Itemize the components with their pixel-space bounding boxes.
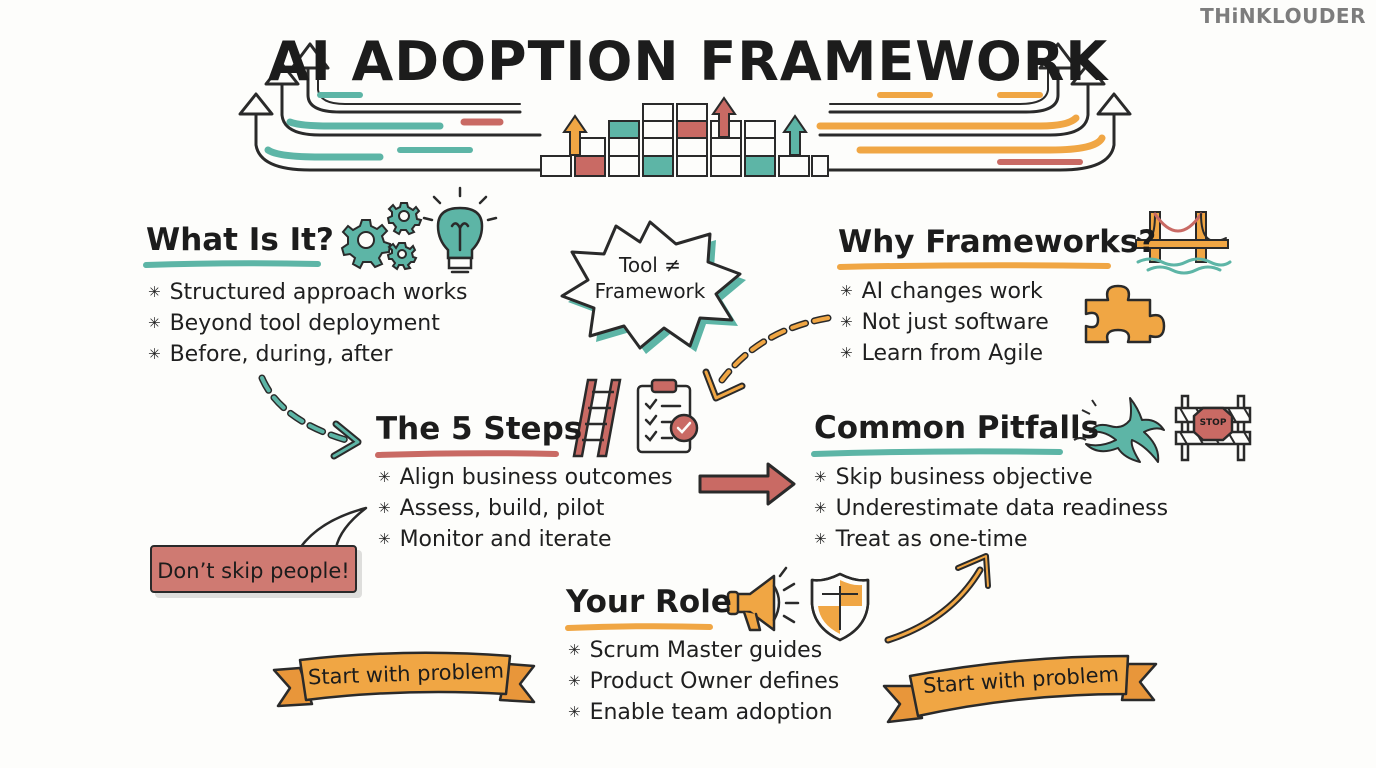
megaphone-icon xyxy=(726,566,800,632)
list-item: AI changes work xyxy=(840,277,1049,308)
stop-barrier-icon xyxy=(1174,394,1252,462)
your-role-list: Scrum Master guides Product Owner define… xyxy=(568,636,840,729)
list-item: Monitor and iterate xyxy=(378,525,673,556)
gears-icon xyxy=(340,202,423,271)
ribbon-left-shape xyxy=(272,651,536,708)
brand-logo: THiNKLOUDER xyxy=(1200,4,1366,28)
clipboard-icon xyxy=(636,378,699,454)
callout-tail xyxy=(298,506,368,549)
what-is-it-heading: What Is It? xyxy=(146,222,334,258)
lightbulb-icon xyxy=(422,186,498,274)
list-item: Learn from Agile xyxy=(840,339,1049,370)
ribbon-right-shape xyxy=(882,654,1158,724)
starburst-label: Tool ≠ Framework xyxy=(560,252,740,304)
list-item: Product Owner defines xyxy=(568,667,840,698)
left-swoosh-arrows xyxy=(238,42,542,172)
list-item: Treat as one-time xyxy=(814,525,1168,556)
five-steps-heading: The 5 Steps xyxy=(376,411,583,447)
list-item: Before, during, after xyxy=(148,340,468,371)
role-underline xyxy=(565,623,713,631)
callout-note: Don’t skip people! xyxy=(150,545,357,593)
building-blocks-icon xyxy=(540,103,829,177)
ladder-icon xyxy=(572,378,622,458)
starburst-line-1: Tool ≠ xyxy=(619,253,681,277)
list-item: Scrum Master guides xyxy=(568,636,839,667)
list-item: Assess, build, pilot xyxy=(378,494,673,525)
page-title: AI ADOPTION FRAMEWORK xyxy=(267,30,1109,93)
what-underline xyxy=(143,260,321,268)
shield-icon xyxy=(810,572,870,642)
common-pitfalls-list: Skip business objective Underestimate da… xyxy=(814,463,1169,556)
common-pitfalls-heading: Common Pitfalls xyxy=(814,410,1100,446)
why-frameworks-list: AI changes work Not just software Learn … xyxy=(840,277,1049,370)
list-item: Skip business objective xyxy=(814,463,1168,494)
five-steps-list: Align business outcomes Assess, build, p… xyxy=(378,463,673,556)
steps-to-pitfalls-arrow xyxy=(698,462,796,506)
growth-arrows-icon xyxy=(562,96,808,156)
curved-arrow-up-icon xyxy=(884,566,984,644)
list-item: Structured approach works xyxy=(148,278,468,309)
pitfalls-underline xyxy=(811,448,1063,457)
your-role-heading: Your Role xyxy=(566,584,732,620)
what-is-it-list: Structured approach works Beyond tool de… xyxy=(148,278,468,371)
starburst-line-2: Framework xyxy=(594,279,706,303)
dashed-arrow-why-to-steps xyxy=(718,314,832,384)
bridge-icon xyxy=(1135,211,1232,275)
why-underline xyxy=(837,262,1111,270)
list-item: Underestimate data readiness xyxy=(814,494,1169,525)
banana-peel-icon xyxy=(1073,397,1165,463)
why-frameworks-heading: Why Frameworks? xyxy=(838,224,1157,260)
list-item: Align business outcomes xyxy=(378,463,673,494)
steps-underline xyxy=(375,450,559,458)
right-swoosh-arrows xyxy=(816,42,1132,172)
dashed-arrow-what-to-steps xyxy=(258,374,350,444)
list-item: Beyond tool deployment xyxy=(148,309,468,340)
starburst-shape xyxy=(560,220,746,354)
puzzle-piece-icon xyxy=(1084,284,1166,344)
list-item: Enable team adoption xyxy=(568,698,839,729)
stop-sign-label: STOP xyxy=(1199,418,1227,428)
list-item: Not just software xyxy=(840,308,1049,339)
